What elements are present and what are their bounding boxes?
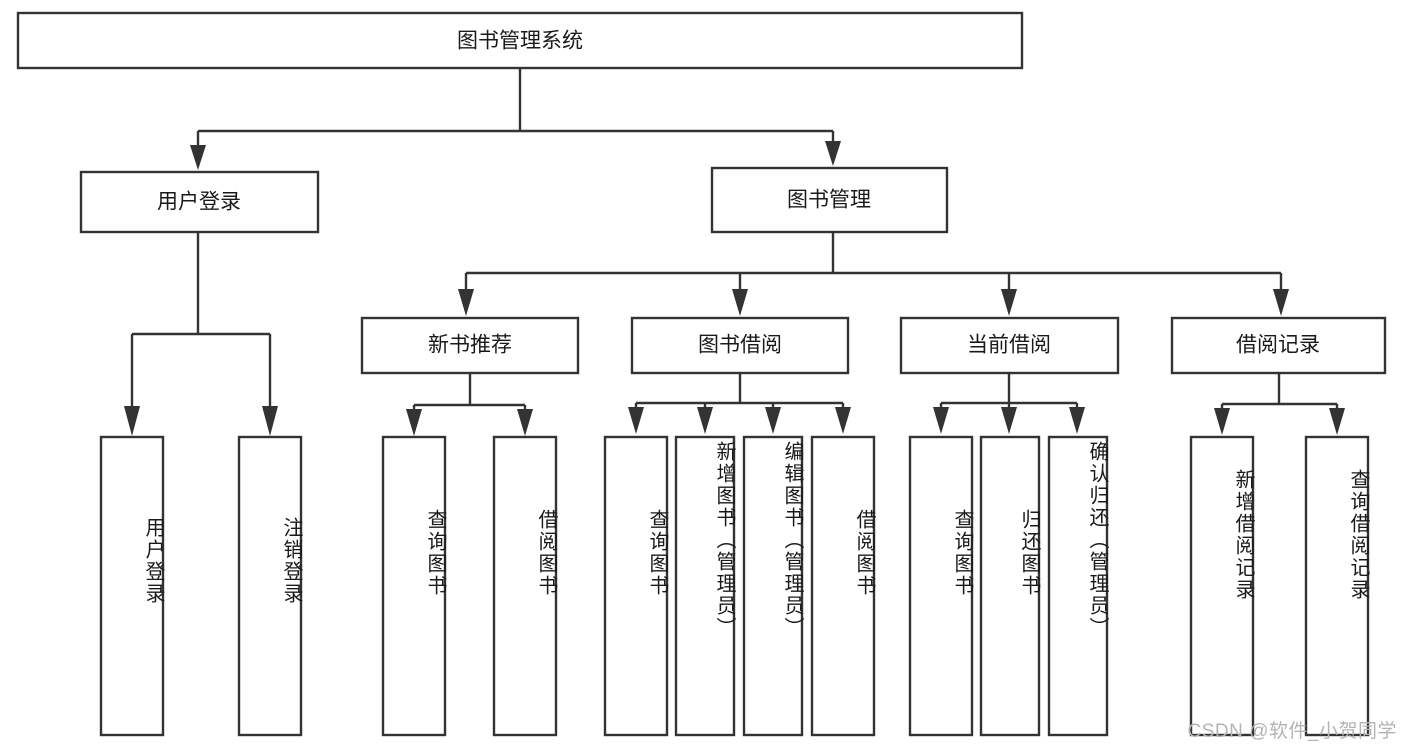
node-user-login-box[interactable] <box>79 170 320 234</box>
leaf-query-book-1[interactable]: 查询图书 <box>383 437 446 735</box>
arrowhead-leaf-user-login <box>124 406 140 436</box>
node-root-box[interactable] <box>16 11 1024 70</box>
leaf-query-record-box[interactable] <box>1304 435 1370 737</box>
leaf-query-book-3-box[interactable] <box>908 435 974 737</box>
arrowhead-leaf-edit-book <box>765 407 781 434</box>
node-book-borrow-label: 图书借阅 <box>698 334 782 357</box>
arrowhead-leaf-user-logout <box>262 406 278 436</box>
arrowhead-book-management <box>825 141 841 166</box>
node-new-book-recommend-box[interactable] <box>360 316 580 375</box>
leaf-confirm-return-box[interactable] <box>1047 435 1109 737</box>
leaf-edit-book-label: 编辑图书（管理员） <box>781 441 803 639</box>
node-current-borrow-label: 当前借阅 <box>967 334 1051 357</box>
arrowhead-leaf-query-book-3 <box>933 407 949 434</box>
arrowhead-user-login <box>190 145 206 170</box>
leaf-user-login-box[interactable] <box>99 435 165 737</box>
leaf-query-book-3-label: 查询图书 <box>951 509 973 597</box>
leaf-borrow-book-2[interactable]: 借阅图书 <box>812 437 875 735</box>
node-current-borrow-box[interactable] <box>899 316 1120 375</box>
leaf-borrow-book-2-label: 借阅图书 <box>853 509 875 597</box>
leaf-query-book-1-box[interactable] <box>381 435 447 737</box>
node-root-label: 图书管理系统 <box>457 30 583 53</box>
arrowhead-leaf-query-record <box>1329 408 1345 435</box>
arrowhead-leaf-return-book <box>1001 407 1017 434</box>
leaf-confirm-return[interactable]: 确认归还（管理员） <box>1049 437 1108 735</box>
leaf-borrow-book-1-label: 借阅图书 <box>535 509 557 597</box>
leaf-query-book-3[interactable]: 查询图书 <box>910 437 973 735</box>
leaf-return-book-label: 归还图书 <box>1018 509 1040 597</box>
leaf-query-book-1-label: 查询图书 <box>424 509 446 597</box>
node-book-borrow-box[interactable] <box>630 316 850 375</box>
leaf-return-book-box[interactable] <box>979 435 1041 737</box>
node-borrow-record-box[interactable] <box>1170 316 1387 375</box>
arrowhead-leaf-borrow-book-2 <box>835 407 851 434</box>
node-new-book-recommend[interactable]: 新书推荐 <box>360 316 580 375</box>
arrowhead-newbook <box>458 289 474 316</box>
arrowhead-leaf-borrow-book-1 <box>517 409 533 436</box>
leaf-query-book-2-box[interactable] <box>603 435 669 737</box>
leaf-user-login-label: 用户登录 <box>142 517 164 605</box>
node-user-login-label: 用户登录 <box>157 191 241 214</box>
arrowhead-borrowrecord <box>1273 289 1289 316</box>
node-book-management-label: 图书管理 <box>787 189 871 212</box>
leaf-add-record[interactable]: 新增借阅记录 <box>1191 437 1254 735</box>
leaf-add-book-label: 新增图书（管理员） <box>713 441 735 639</box>
node-current-borrow[interactable]: 当前借阅 <box>899 316 1120 375</box>
watermark-text: CSDN @软件_小贺同学 <box>1187 721 1397 742</box>
node-borrow-record-label: 借阅记录 <box>1236 334 1320 357</box>
leaf-query-book-2[interactable]: 查询图书 <box>605 437 668 735</box>
node-book-management-box[interactable] <box>710 166 949 234</box>
leaf-boxes-group <box>99 435 1370 737</box>
arrowhead-leaf-query-book-2 <box>628 407 644 434</box>
leaf-return-book[interactable]: 归还图书 <box>981 437 1040 735</box>
node-borrow-record[interactable]: 借阅记录 <box>1170 316 1387 375</box>
leaf-query-book-2-label: 查询图书 <box>646 509 668 597</box>
leaf-user-login[interactable]: 用户登录 <box>101 437 164 735</box>
leaf-edit-book[interactable]: 编辑图书（管理员） <box>744 437 803 735</box>
arrowhead-leaf-query-book-1 <box>406 409 422 436</box>
node-root[interactable]: 图书管理系统 <box>16 11 1024 70</box>
leaf-borrow-book-1-box[interactable] <box>492 435 558 737</box>
node-new-book-recommend-label: 新书推荐 <box>428 334 512 357</box>
node-book-management[interactable]: 图书管理 <box>710 166 949 234</box>
node-book-borrow[interactable]: 图书借阅 <box>630 316 850 375</box>
arrowhead-bookborrow <box>732 289 748 316</box>
leaf-borrow-book-1[interactable]: 借阅图书 <box>494 437 557 735</box>
leaf-user-logout-label: 注销登录 <box>280 517 302 605</box>
arrowhead-leaf-add-record <box>1214 408 1230 435</box>
connector-group <box>124 68 1345 436</box>
arrowhead-leaf-confirm-return <box>1069 407 1085 434</box>
node-user-login[interactable]: 用户登录 <box>79 170 320 234</box>
leaf-add-record-box[interactable] <box>1189 435 1255 737</box>
leaf-user-logout-box[interactable] <box>237 435 303 737</box>
arrowhead-leaf-add-book <box>697 407 713 434</box>
leaf-confirm-return-label: 确认归还（管理员） <box>1086 441 1108 639</box>
arrowhead-currentborrow <box>1001 289 1017 316</box>
leaf-user-logout[interactable]: 注销登录 <box>239 437 302 735</box>
leaf-add-record-label: 新增借阅记录 <box>1232 469 1254 601</box>
leaf-add-book[interactable]: 新增图书（管理员） <box>676 437 735 735</box>
leaf-add-book-box[interactable] <box>674 435 736 737</box>
leaf-edit-book-box[interactable] <box>742 435 804 737</box>
leaf-borrow-book-2-box[interactable] <box>810 435 876 737</box>
leaf-query-record-label: 查询借阅记录 <box>1347 469 1369 601</box>
leaf-query-record[interactable]: 查询借阅记录 <box>1306 437 1369 735</box>
